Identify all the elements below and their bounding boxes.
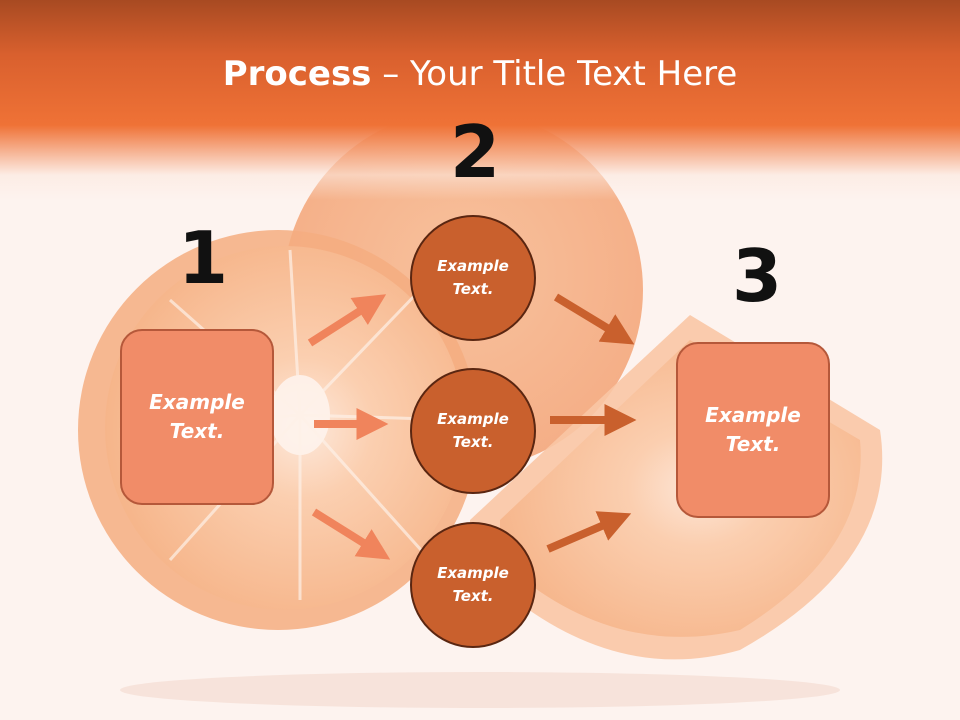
circle-bottom-text: Example Text.: [437, 564, 509, 605]
title-rest: – Your Title Text Here: [371, 54, 738, 94]
title-band: [0, 0, 960, 200]
step-2-circle-middle: Example Text.: [410, 368, 536, 494]
page-title: Process – Your Title Text Here: [0, 52, 960, 96]
step-3-number: 3: [732, 234, 783, 318]
step-2-circle-bottom: Example Text.: [410, 522, 536, 648]
step-2-number: 2: [450, 110, 501, 194]
step-2-circle-top: Example Text.: [410, 215, 536, 341]
title-bold: Process: [222, 54, 372, 94]
arrow-box1-to-circle-bottom: [311, 508, 391, 560]
step-3-text: Example Text.: [705, 403, 801, 456]
arrow-circle-bottom-to-box3: [546, 511, 632, 553]
circle-middle-text: Example Text.: [437, 410, 509, 451]
step-1-box: Example Text.: [120, 329, 274, 505]
step-3-box: Example Text.: [676, 342, 830, 518]
arrow-circle-top-to-box3: [553, 293, 635, 345]
step-1-number: 1: [178, 216, 229, 300]
step-1-text: Example Text.: [149, 390, 245, 443]
arrow-box1-to-circle-top: [307, 294, 387, 347]
circle-top-text: Example Text.: [437, 257, 509, 298]
